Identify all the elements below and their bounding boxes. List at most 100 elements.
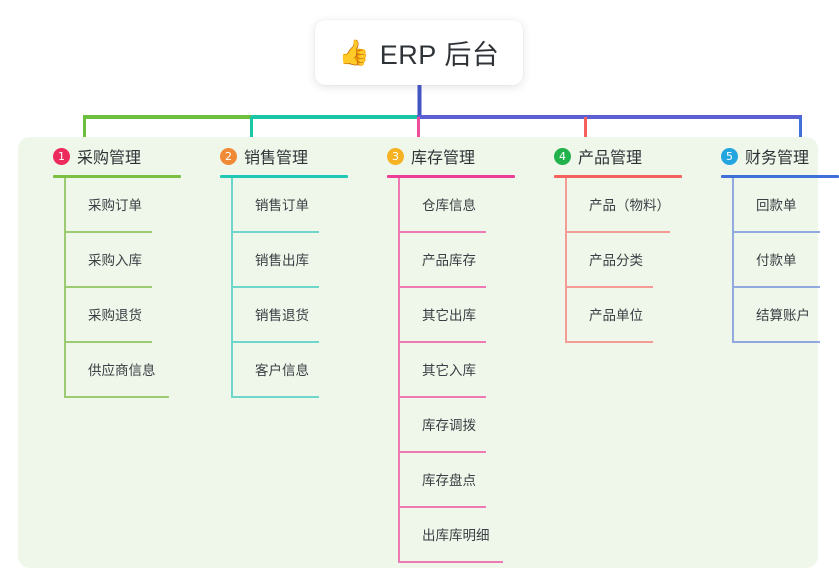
column-header-finance[interactable]: 5 财务管理	[704, 137, 839, 175]
column-rule-sales	[220, 175, 348, 178]
item-list-sales: 销售订单 销售出库 销售退货 客户信息	[231, 178, 368, 398]
list-item[interactable]: 回款单	[732, 178, 839, 233]
column-inventory: 3 库存管理 仓库信息 产品库存 其它出库 其它入库	[370, 137, 535, 563]
column-title-sales: 销售管理	[244, 150, 309, 167]
item-rule	[231, 231, 319, 233]
column-spine-product	[565, 178, 567, 343]
list-item[interactable]: 产品库存	[398, 233, 535, 288]
column-sales: 2 销售管理 销售订单 销售出库 销售退货 客户信息	[203, 137, 368, 398]
item-label: 客户信息	[255, 363, 309, 378]
column-purchase: 1 采购管理 采购订单 采购入库 采购退货 供应商信	[36, 137, 201, 398]
list-item[interactable]: 采购入库	[64, 233, 201, 288]
column-header-product[interactable]: 4 产品管理	[537, 137, 702, 175]
item-label: 产品单位	[589, 308, 643, 323]
list-item[interactable]: 产品单位	[565, 288, 702, 343]
column-rule-purchase	[53, 175, 181, 178]
badge-number-4: 4	[554, 147, 571, 165]
list-item[interactable]: 结算账户	[732, 288, 839, 343]
list-item[interactable]: 供应商信息	[64, 343, 201, 398]
badge-number-1: 1	[53, 147, 70, 165]
column-header-inventory[interactable]: 3 库存管理	[370, 137, 535, 175]
item-label: 产品（物料）	[589, 198, 670, 213]
column-title-finance: 财务管理	[745, 150, 810, 167]
item-rule	[231, 286, 319, 288]
item-list-inventory: 仓库信息 产品库存 其它出库 其它入库 库存调拨	[398, 178, 535, 563]
root-node-title: ERP 后台	[379, 40, 500, 70]
item-list-purchase: 采购订单 采购入库 采购退货 供应商信息	[64, 178, 201, 398]
column-spine-sales	[231, 178, 233, 398]
list-item[interactable]: 库存盘点	[398, 453, 535, 508]
list-item[interactable]: 付款单	[732, 233, 839, 288]
content-panel	[18, 137, 818, 568]
root-node-erp-backend[interactable]: 👍 ERP 后台	[315, 20, 523, 85]
item-label: 销售出库	[255, 253, 309, 268]
item-label: 仓库信息	[422, 198, 476, 213]
item-label: 其它入库	[422, 363, 476, 378]
thumbs-up-icon: 👍	[338, 39, 370, 67]
item-rule	[398, 286, 486, 288]
item-rule	[398, 396, 486, 398]
column-rule-product	[554, 175, 682, 178]
list-item[interactable]: 出库库明细	[398, 508, 535, 563]
item-rule	[565, 231, 670, 233]
item-list-product: 产品（物料） 产品分类 产品单位	[565, 178, 702, 343]
item-label: 销售订单	[255, 198, 309, 213]
list-item[interactable]: 产品分类	[565, 233, 702, 288]
item-label: 采购订单	[88, 198, 142, 213]
item-rule	[231, 341, 319, 343]
column-header-sales[interactable]: 2 销售管理	[203, 137, 368, 175]
item-rule	[398, 451, 486, 453]
item-rule	[64, 396, 169, 398]
list-item[interactable]: 其它出库	[398, 288, 535, 343]
column-spine-inventory	[398, 178, 400, 563]
list-item[interactable]: 库存调拨	[398, 398, 535, 453]
column-rule-inventory	[387, 175, 515, 178]
item-rule	[64, 286, 152, 288]
item-rule	[732, 341, 820, 343]
column-product: 4 产品管理 产品（物料） 产品分类 产品单位	[537, 137, 702, 343]
column-title-purchase: 采购管理	[77, 150, 142, 167]
column-rule-finance	[721, 175, 839, 178]
item-label: 结算账户	[756, 308, 810, 323]
badge-number-3: 3	[387, 147, 404, 165]
list-item[interactable]: 采购订单	[64, 178, 201, 233]
list-item[interactable]: 采购退货	[64, 288, 201, 343]
item-label: 回款单	[756, 198, 797, 213]
item-label: 销售退货	[255, 308, 309, 323]
column-header-purchase[interactable]: 1 采购管理	[36, 137, 201, 175]
item-rule	[732, 286, 820, 288]
item-rule	[64, 231, 152, 233]
item-label: 产品库存	[422, 253, 476, 268]
badge-number-2: 2	[220, 147, 237, 165]
item-rule	[398, 231, 486, 233]
item-rule	[565, 341, 653, 343]
item-label: 付款单	[756, 253, 797, 268]
item-list-finance: 回款单 付款单 结算账户	[732, 178, 839, 343]
list-item[interactable]: 销售订单	[231, 178, 368, 233]
item-rule	[732, 231, 820, 233]
item-label: 采购入库	[88, 253, 142, 268]
badge-number-5: 5	[721, 147, 738, 165]
item-rule	[398, 561, 503, 563]
column-spine-purchase	[64, 178, 66, 398]
item-label: 出库库明细	[422, 528, 490, 543]
column-finance: 5 财务管理 回款单 付款单 结算账户	[704, 137, 839, 343]
item-rule	[398, 506, 486, 508]
item-label: 其它出库	[422, 308, 476, 323]
list-item[interactable]: 销售退货	[231, 288, 368, 343]
item-rule	[398, 341, 486, 343]
list-item[interactable]: 其它入库	[398, 343, 535, 398]
item-label: 库存调拨	[422, 418, 476, 433]
column-title-inventory: 库存管理	[411, 150, 476, 167]
list-item[interactable]: 产品（物料）	[565, 178, 702, 233]
column-spine-finance	[732, 178, 734, 343]
item-label: 采购退货	[88, 308, 142, 323]
list-item[interactable]: 客户信息	[231, 343, 368, 398]
item-label: 库存盘点	[422, 473, 476, 488]
column-container: 1 采购管理 采购订单 采购入库 采购退货 供应商信	[18, 137, 839, 568]
list-item[interactable]: 仓库信息	[398, 178, 535, 233]
column-title-product: 产品管理	[578, 150, 643, 167]
list-item[interactable]: 销售出库	[231, 233, 368, 288]
item-rule	[231, 396, 319, 398]
